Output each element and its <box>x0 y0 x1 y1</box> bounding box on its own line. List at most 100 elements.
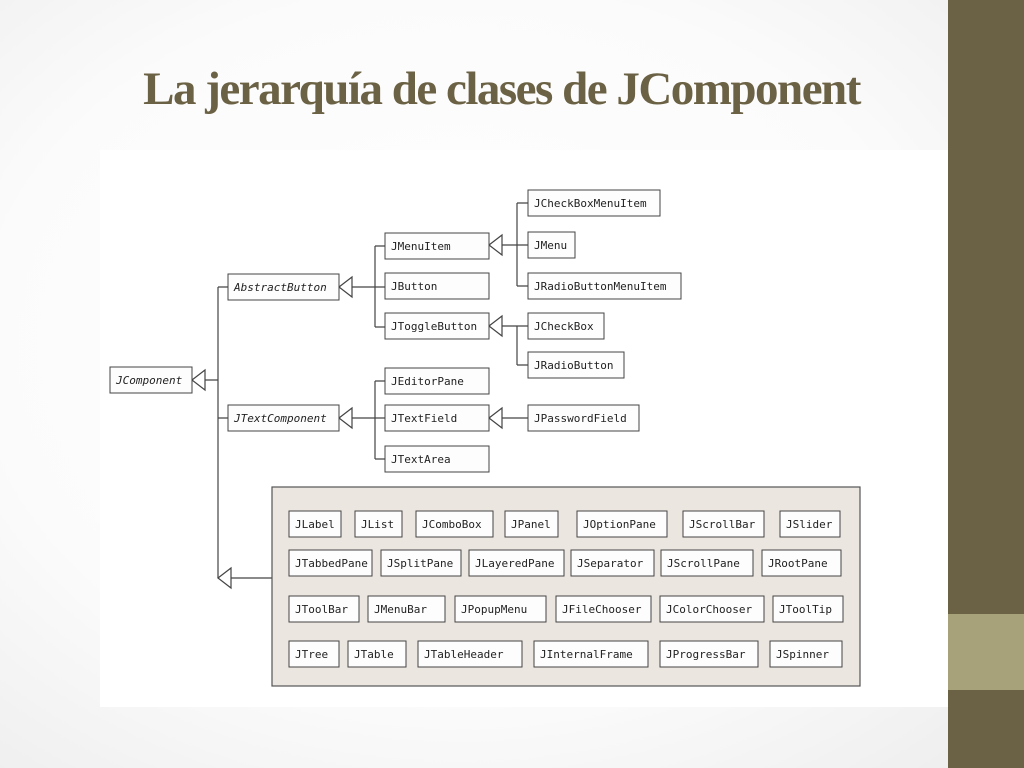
class-node-jtabbedpane: JTabbedPane <box>288 549 373 577</box>
class-node-box <box>347 640 407 668</box>
arrow-to-abstractbutton <box>338 275 353 299</box>
class-node-label: JTableHeader <box>424 648 504 661</box>
class-node-label: JLabel <box>295 518 335 531</box>
class-node-jtableheader: JTableHeader <box>417 640 523 668</box>
class-node-box <box>384 404 490 432</box>
arrow-to-jmenuitem <box>488 233 503 257</box>
class-node-jsplitpane: JSplitPane <box>380 549 462 577</box>
class-node-box <box>504 510 559 538</box>
connector-jtogglebutton-trunk <box>502 325 528 366</box>
class-node-label: JRadioButton <box>534 359 613 372</box>
class-node-label: JPanel <box>511 518 551 531</box>
class-node-box <box>384 445 490 473</box>
class-node-label: JScrollPane <box>667 557 740 570</box>
class-node-box <box>109 366 193 394</box>
class-node-box <box>354 510 403 538</box>
class-node-box <box>576 510 668 538</box>
class-node-label: JToolTip <box>779 603 832 616</box>
class-node-jtooltip: JToolTip <box>772 595 844 623</box>
class-node-jspinner: JSpinner <box>769 640 843 668</box>
class-node-label: JTextField <box>391 412 457 425</box>
class-node-jbutton: JButton <box>384 272 490 300</box>
class-node-label: JSeparator <box>577 557 644 570</box>
class-node-label: JPopupMenu <box>461 603 527 616</box>
arrow-to-jtextcomponent <box>338 406 353 430</box>
arrow-to-jtogglebutton <box>488 314 503 338</box>
class-node-jpanel: JPanel <box>504 510 559 538</box>
class-node-jlist: JList <box>354 510 403 538</box>
class-node-label: JMenuBar <box>374 603 427 616</box>
class-node-jtogglebutton: JToggleButton <box>384 312 490 340</box>
class-node-jlabel: JLabel <box>288 510 342 538</box>
class-nodes: JComponentAbstractButtonJTextComponentJM… <box>109 189 844 668</box>
class-node-joptionpane: JOptionPane <box>576 510 668 538</box>
arrow-to-jcomponent <box>191 368 206 392</box>
connector-jtextcomponent-trunk <box>352 380 385 460</box>
class-node-label: JTabbedPane <box>295 557 368 570</box>
class-node-jmenu: JMenu <box>527 231 576 259</box>
class-node-box <box>227 404 340 432</box>
class-node-label: JRadioButtonMenuItem <box>534 280 667 293</box>
connector-abstractbutton-trunk <box>352 245 385 328</box>
class-node-jtoolbar: JToolBar <box>288 595 360 623</box>
class-node-label: JSplitPane <box>387 557 453 570</box>
class-node-box <box>288 510 342 538</box>
class-node-jpopupmenu: JPopupMenu <box>454 595 547 623</box>
class-node-label: JMenuItem <box>391 240 451 253</box>
class-node-box <box>380 549 462 577</box>
class-node-label: JTree <box>295 648 328 661</box>
class-node-label: JMenu <box>534 239 567 252</box>
class-node-box <box>772 595 844 623</box>
class-node-box <box>660 549 754 577</box>
class-node-label: JTextArea <box>391 453 451 466</box>
class-node-box <box>527 189 661 217</box>
slide-title: La jerarquía de clases de JComponent <box>143 63 861 115</box>
class-node-box <box>570 549 655 577</box>
sidebar-accent-block <box>948 614 1024 690</box>
class-node-label: JInternalFrame <box>540 648 633 661</box>
class-node-jcomponent: JComponent <box>109 366 193 394</box>
class-node-label: JComboBox <box>422 518 482 531</box>
class-node-label: JComponent <box>115 374 183 387</box>
class-node-label: JLayeredPane <box>475 557 554 570</box>
class-node-jradiobutton: JRadioButton <box>527 351 625 379</box>
class-node-box <box>527 351 625 379</box>
class-node-box <box>415 510 494 538</box>
connector-jmenuitem-trunk <box>502 202 528 287</box>
class-node-label: JList <box>361 518 394 531</box>
class-node-box <box>288 595 360 623</box>
class-node-box <box>384 272 490 300</box>
class-node-jlayeredpane: JLayeredPane <box>468 549 565 577</box>
class-node-label: JOptionPane <box>583 518 656 531</box>
class-node-jcolorchooser: JColorChooser <box>659 595 765 623</box>
class-node-label: JRootPane <box>768 557 828 570</box>
arrow-to-jcomponent-from-panel <box>217 566 232 590</box>
class-node-box <box>288 549 373 577</box>
class-node-box <box>769 640 843 668</box>
class-node-box <box>454 595 547 623</box>
class-node-jscrollpane: JScrollPane <box>660 549 754 577</box>
connectors <box>205 202 528 579</box>
inheritance-arrows <box>191 233 503 590</box>
class-node-box <box>682 510 765 538</box>
class-node-box <box>227 273 340 301</box>
class-node-box <box>527 312 605 340</box>
class-node-box <box>555 595 652 623</box>
class-node-label: JToggleButton <box>391 320 477 333</box>
class-node-label: JColorChooser <box>666 603 752 616</box>
class-node-label: JSlider <box>786 518 833 531</box>
class-node-label: JCheckBoxMenuItem <box>534 197 647 210</box>
class-node-box <box>779 510 841 538</box>
connector-jcomponent-trunk <box>205 286 272 579</box>
class-node-jpasswordfield: JPasswordField <box>527 404 640 432</box>
class-node-box <box>527 272 682 300</box>
class-node-box <box>384 312 490 340</box>
class-node-jseparator: JSeparator <box>570 549 655 577</box>
class-node-label: JFileChooser <box>562 603 642 616</box>
class-node-box <box>533 640 649 668</box>
class-node-box <box>384 232 490 260</box>
class-node-abstractbutton: AbstractButton <box>227 273 340 301</box>
class-node-jtable: JTable <box>347 640 407 668</box>
class-node-label: JSpinner <box>776 648 829 661</box>
